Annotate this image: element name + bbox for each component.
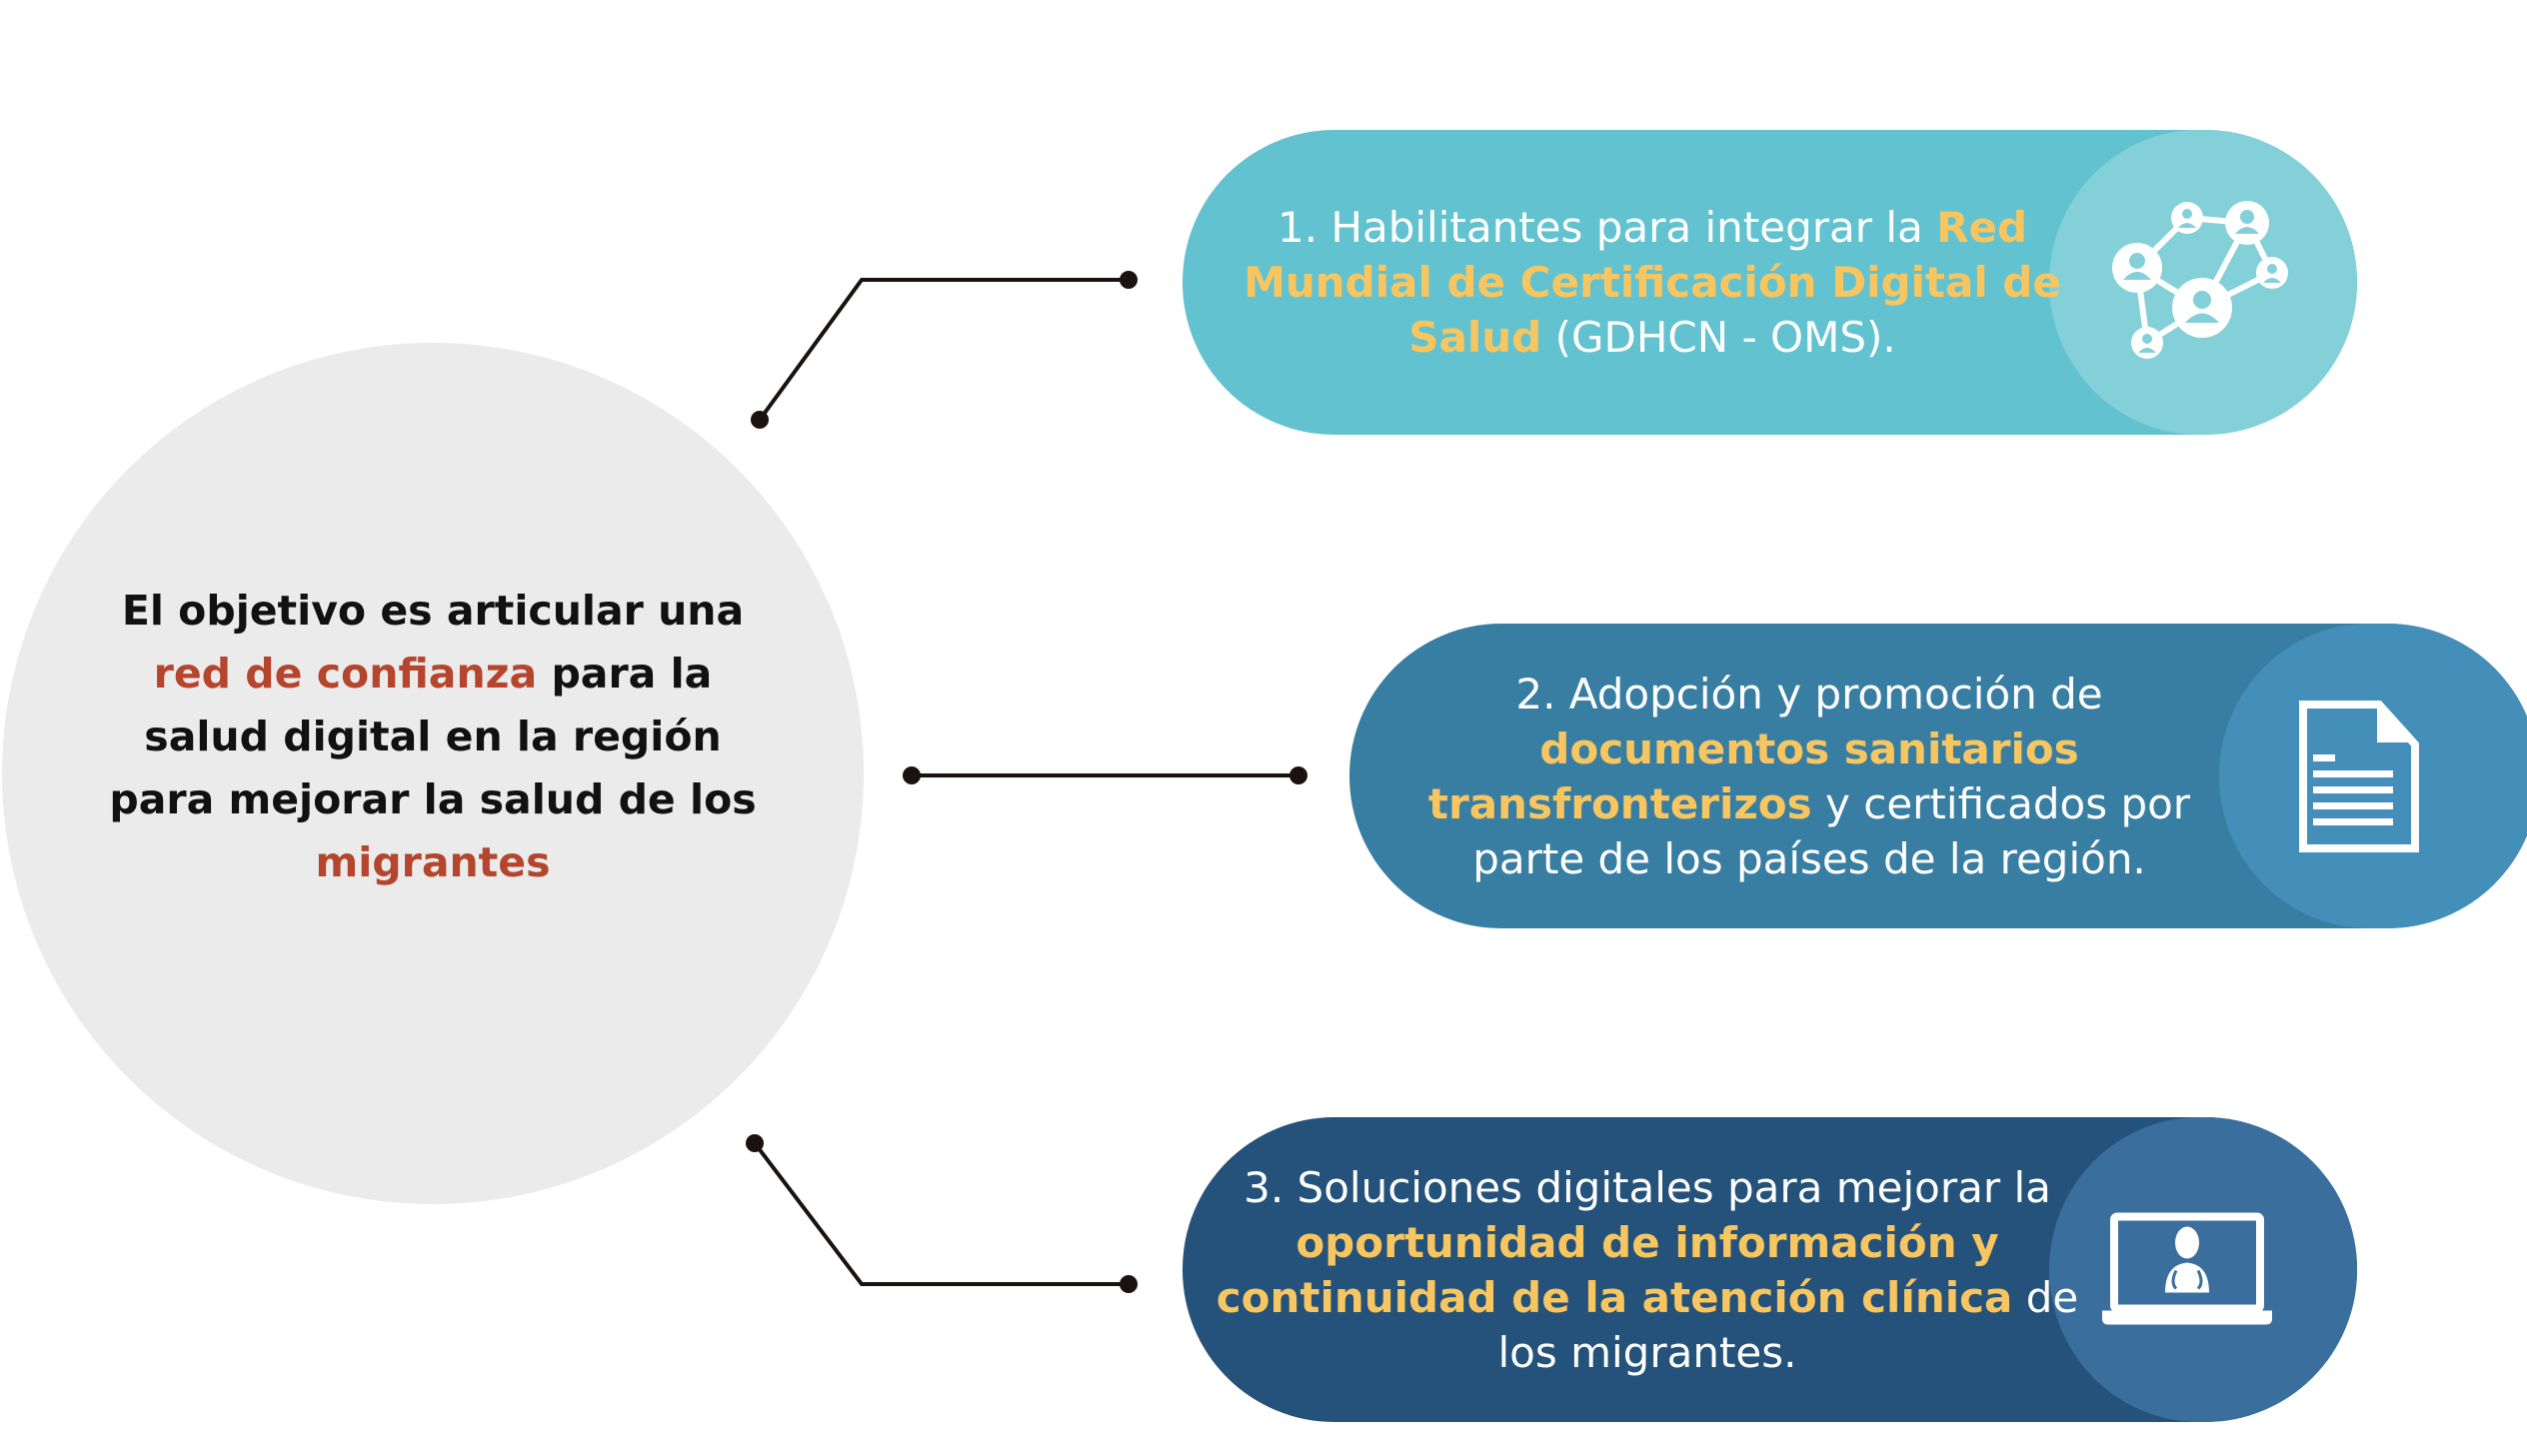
connector-1 xyxy=(758,278,1129,422)
central-objective-text: El objetivo es articular una red de conf… xyxy=(109,587,757,886)
item-1-text: 1. Habilitantes para integrar la Red Mun… xyxy=(1244,203,2061,362)
document-icon xyxy=(2299,700,2419,852)
item-2-text: 2. Adopción y promoción de documentos sa… xyxy=(1427,669,2191,883)
item-2-pill: 2. Adopción y promoción de documentos sa… xyxy=(1349,624,2527,928)
highlight-red-de-confianza: red de confianza xyxy=(153,650,538,698)
item-3-text: 3. Soluciones digitales para mejorar la … xyxy=(1216,1162,2079,1377)
item-3-pill: 3. Soluciones digitales para mejorar la … xyxy=(1183,1117,2357,1422)
laptop-doctor-icon xyxy=(2102,1212,2272,1324)
network-people-icon xyxy=(2112,200,2288,359)
highlight-migrantes: migrantes xyxy=(315,838,551,886)
connector-3 xyxy=(753,1141,1129,1286)
central-objective-circle xyxy=(2,343,864,1204)
item-1-pill: 1. Habilitantes para integrar la Red Mun… xyxy=(1183,130,2357,435)
